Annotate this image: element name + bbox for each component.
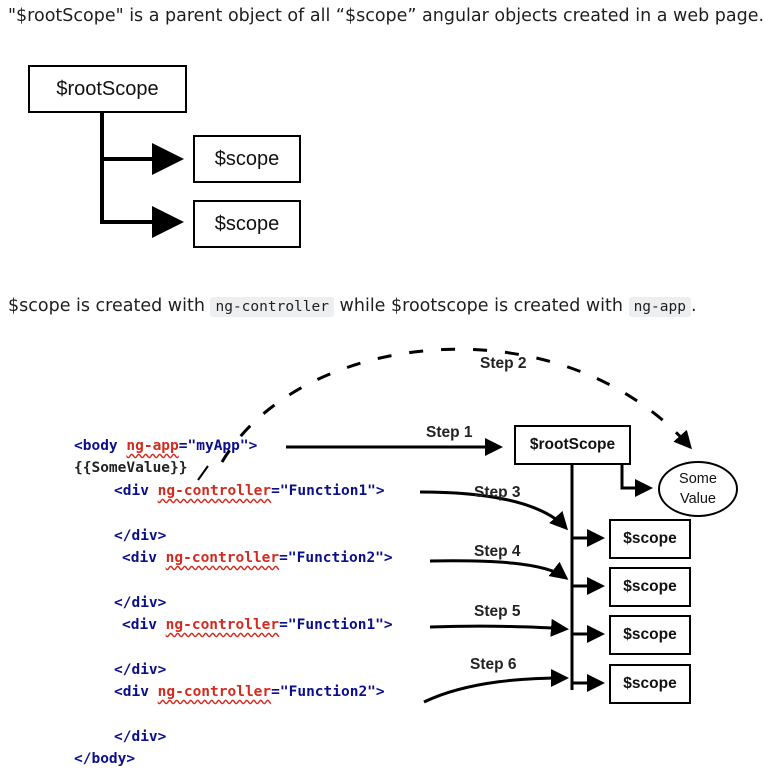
- top-tree-lines: [100, 113, 184, 238]
- scope-box-1: $scope: [609, 519, 691, 559]
- code-line-somevalue: {{SomeValue}}: [74, 460, 188, 476]
- creation-paragraph: $scope is created with ng-controller whi…: [8, 294, 697, 319]
- step-5-label: Step 5: [474, 603, 521, 620]
- ng-controller-code: ng-controller: [210, 297, 334, 317]
- rootscope-label: $rootScope: [529, 436, 616, 453]
- step-6-label: Step 6: [470, 656, 517, 673]
- scope-label-2: $scope: [623, 578, 677, 595]
- step-3-label: Step 3: [474, 484, 521, 501]
- creation-text-2: while $rootscope is created with: [333, 296, 629, 316]
- creation-text-1: $scope is created with: [8, 296, 211, 316]
- some-value-line1: Some: [679, 471, 717, 487]
- scope-box-4: $scope: [609, 664, 691, 704]
- creation-text-3: .: [690, 296, 697, 316]
- top-scope-label-2: $scope: [214, 212, 280, 235]
- top-scope-box-2: $scope: [193, 200, 301, 248]
- code-line-div1-close: </div>: [114, 528, 167, 544]
- rootscope-box: $rootScope: [514, 425, 631, 465]
- step-4-label: Step 4: [474, 543, 521, 560]
- code-line-div2: <div ng-controller="Function2">: [122, 550, 393, 566]
- step-2-label: Step 2: [480, 355, 527, 372]
- code-line-div1: <div ng-controller="Function1">: [114, 483, 385, 499]
- some-value-bubble: Some Value: [658, 461, 738, 517]
- code-line-body-close: </body>: [74, 751, 136, 767]
- ng-app-code: ng-app: [628, 297, 691, 317]
- handwritten-tick: [197, 465, 209, 481]
- code-line-div3-close: </div>: [114, 662, 167, 678]
- top-rootscope-label: $rootScope: [56, 77, 159, 100]
- intro-paragraph: "$rootScope" is a parent object of all “…: [8, 4, 764, 28]
- step-1-label: Step 1: [426, 424, 473, 441]
- scope-box-2: $scope: [609, 567, 691, 607]
- intro-text: "$rootScope" is a parent object of all “…: [8, 6, 765, 26]
- top-rootscope-box: $rootScope: [28, 65, 187, 113]
- some-value-line2: Value: [679, 491, 716, 507]
- scope-label-1: $scope: [623, 530, 677, 547]
- code-line-div2-close: </div>: [114, 595, 167, 611]
- code-line-div3: <div ng-controller="Function1">: [122, 617, 393, 633]
- code-line-div4: <div ng-controller="Function2">: [114, 684, 385, 700]
- scope-label-3: $scope: [623, 626, 677, 643]
- scope-label-4: $scope: [623, 675, 677, 692]
- code-line-div4-close: </div>: [114, 729, 167, 745]
- top-scope-box-1: $scope: [193, 135, 301, 183]
- step-arrows: [286, 438, 653, 704]
- top-scope-label-1: $scope: [214, 147, 280, 170]
- step2-dashed-arc: [220, 347, 692, 463]
- scope-box-3: $scope: [609, 615, 691, 655]
- code-line-body: <body ng-app="myApp">: [74, 438, 258, 454]
